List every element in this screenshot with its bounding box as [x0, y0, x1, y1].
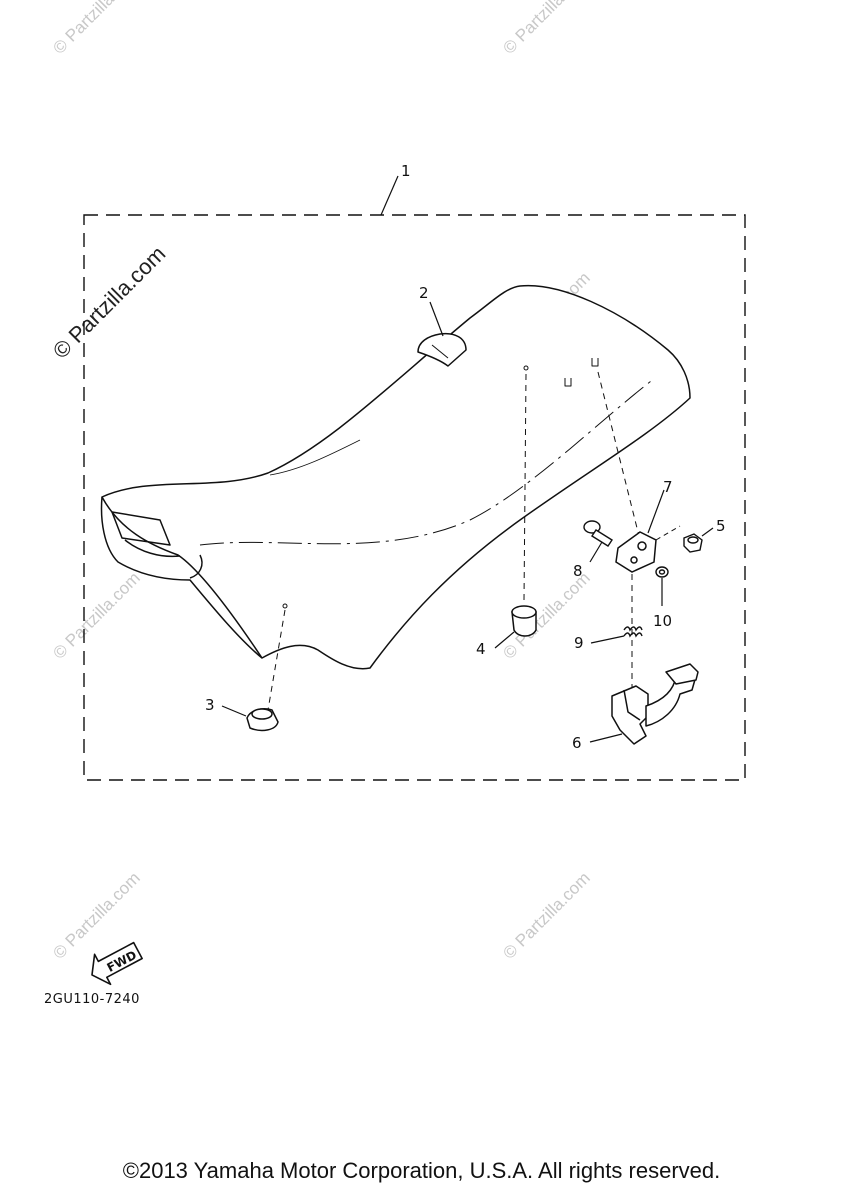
part-3-damper: 3 [205, 609, 286, 732]
watermark: © Partzilla.com [499, 868, 593, 962]
callout-7-label: 7 [663, 478, 673, 496]
watermark-large: © Partzilla.com [48, 241, 171, 364]
diagram-code: 2GU110-7240 [44, 992, 140, 1007]
part-5-nut: 5 [655, 517, 726, 553]
seat [100, 284, 691, 670]
callout-3-label: 3 [205, 696, 215, 714]
callout-2-label: 2 [419, 284, 429, 302]
callout-9-label: 9 [574, 634, 584, 652]
callout-1-label: 1 [401, 162, 411, 180]
callout-6-label: 6 [572, 734, 582, 752]
part-6-lever: 6 [572, 663, 699, 752]
part-4-damper: 4 [476, 373, 537, 658]
part-7-bracket: 7 [615, 478, 673, 573]
part-8-bolt: 8 [573, 520, 613, 580]
callout-8-label: 8 [573, 562, 583, 580]
watermark: © Partzilla.com [49, 568, 143, 662]
callout-4-label: 4 [476, 640, 486, 658]
callout-1: 1 [380, 162, 411, 216]
copyright-notice: ©2013 Yamaha Motor Corporation, U.S.A. A… [122, 1158, 721, 1183]
watermark: © Partzilla.com [499, 0, 593, 58]
assembly-boundary [83, 214, 746, 781]
part-9-spring: 9 [574, 626, 643, 652]
fwd-arrow-icon: FWD [91, 941, 143, 986]
callout-2: 2 [419, 284, 444, 337]
callout-10-label: 10 [653, 612, 672, 630]
part-10-washer: 10 [653, 566, 672, 630]
watermark: © Partzilla.com [49, 0, 143, 58]
leader-seat-to-hook [597, 371, 641, 541]
callout-5-label: 5 [716, 517, 726, 535]
